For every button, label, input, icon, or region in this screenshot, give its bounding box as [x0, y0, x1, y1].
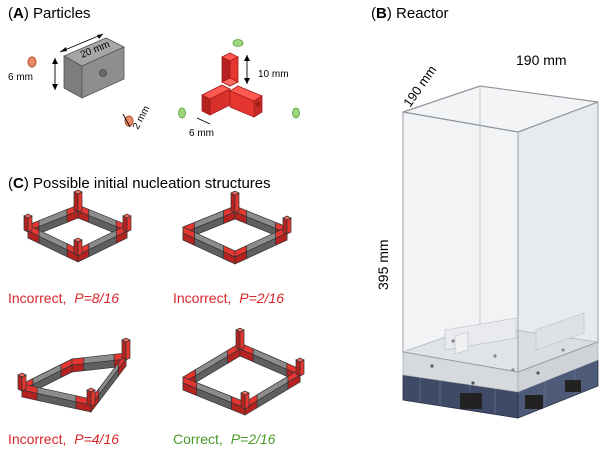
- corner-post: [239, 329, 245, 351]
- caption-3-probability: P=4/16: [74, 431, 119, 447]
- corner-segment: [182, 226, 195, 239]
- caption-3: Incorrect, P=4/16: [8, 431, 119, 447]
- structure-frame-2: [182, 190, 292, 265]
- structure-frame-3: [17, 337, 131, 414]
- corner-post: [286, 217, 292, 235]
- caption-4: Correct, P=2/16: [173, 431, 276, 447]
- corner-segment: [71, 357, 85, 366]
- caption-1-verdict: Incorrect,: [8, 290, 66, 306]
- corner-post: [121, 337, 131, 343]
- base-slot: [565, 380, 581, 392]
- corner-post: [240, 390, 250, 396]
- corner-post: [244, 392, 250, 410]
- corner-post: [23, 215, 29, 233]
- tripod-width-label: 6 mm: [189, 128, 214, 139]
- corner-post: [240, 392, 246, 410]
- bead-icon: [178, 107, 186, 119]
- structure-frame-1: [23, 189, 132, 263]
- corner-post: [77, 239, 83, 257]
- panel-b-heading: (B) Reactor: [371, 5, 449, 22]
- structure-frames: [17, 189, 305, 416]
- caption-1: Incorrect, P=8/16: [8, 290, 119, 306]
- corner-post: [122, 215, 128, 233]
- corner-segment: [182, 376, 197, 390]
- corner-post: [90, 389, 96, 407]
- panel-c: (C) Possible initial nucleation structur…: [8, 175, 305, 447]
- corner-post: [23, 213, 33, 219]
- corner-post: [235, 327, 245, 333]
- panel-a-heading: (A) Particles: [8, 5, 91, 22]
- corner-post: [122, 213, 132, 219]
- caption-2: Incorrect, P=2/16: [173, 290, 284, 306]
- corner-post: [73, 239, 79, 257]
- tripod-width-arrow: [196, 117, 211, 125]
- bead-icon: [27, 56, 37, 68]
- corner-post: [295, 359, 301, 377]
- caption-2-probability: P=2/16: [239, 290, 284, 306]
- corner-post: [86, 387, 96, 393]
- corner-post: [27, 215, 33, 233]
- caption-4-verdict: Correct,: [173, 431, 223, 447]
- corner-post: [86, 389, 92, 407]
- corner-post: [73, 237, 83, 243]
- corner-post: [282, 217, 288, 235]
- corner-post: [234, 192, 240, 214]
- rod-hole-arrow: [122, 113, 131, 128]
- corner-post: [125, 339, 131, 361]
- rod-hole-label: 2 mm: [131, 104, 152, 131]
- corner-post: [17, 372, 27, 378]
- corner-post: [121, 339, 127, 361]
- corner-post: [126, 215, 132, 233]
- bead-icon: [292, 107, 300, 119]
- bead-icon: [232, 39, 244, 47]
- corner-post: [230, 190, 240, 196]
- rod-width-label: 6 mm: [8, 72, 33, 83]
- reactor-height-label: 395 mm: [375, 239, 391, 290]
- caption-1-probability: P=8/16: [74, 290, 119, 306]
- corner-post: [295, 357, 305, 363]
- corner-post: [21, 374, 27, 392]
- caption-3-verdict: Incorrect,: [8, 431, 66, 447]
- corner-post: [235, 329, 241, 351]
- rod-hole-icon: [99, 69, 107, 77]
- base-slot: [460, 393, 482, 409]
- corner-post: [230, 192, 236, 214]
- caption-2-verdict: Incorrect,: [173, 290, 231, 306]
- structure-frame-4: [182, 327, 305, 416]
- rod-particle: [63, 37, 125, 99]
- corner-post: [299, 359, 305, 377]
- corner-post: [73, 189, 83, 195]
- caption-4-probability: P=2/16: [231, 431, 276, 447]
- tripod-arm-label: 10 mm: [258, 69, 289, 80]
- reactor-depth-label: 190 mm: [516, 52, 567, 68]
- corner-post: [17, 374, 23, 392]
- tripod-particle: [201, 52, 263, 118]
- corner-post: [77, 191, 83, 213]
- rod-length-arrow: [59, 33, 104, 53]
- panel-a: (A) Particles 20 mm 6 mm 2 mm: [8, 5, 300, 139]
- tripod-hole-icon: [255, 101, 261, 107]
- corner-post: [73, 191, 79, 213]
- base-slot: [525, 395, 543, 409]
- corner-post: [282, 215, 292, 221]
- reactor-box: [402, 85, 599, 373]
- panel-c-heading: (C) Possible initial nucleation structur…: [8, 175, 271, 192]
- panel-b: (B) Reactor: [371, 5, 599, 419]
